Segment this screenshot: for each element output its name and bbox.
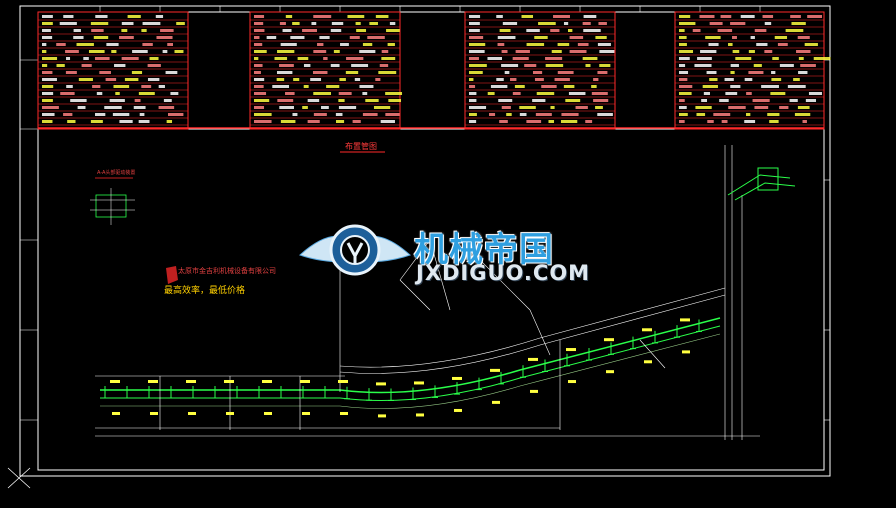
company-logo-icon [166,266,178,284]
drawing-title: 布置管图 [345,142,377,151]
company-slogan: 最高效率，最低价格 [164,286,246,296]
title-block-text-marks [42,15,831,123]
detail-view [90,177,135,225]
watermark-logo-icon [299,224,411,276]
conveyor-layout [95,145,796,440]
watermark-chinese: 机械帝国 [414,230,554,270]
corner-marker-icon [7,467,31,489]
title-block [37,11,825,130]
company-name: 太原市金吉利机械设备有限公司 [178,267,276,275]
detail-view-label: A-A头部驱动装置 [97,170,136,176]
watermark-english: JXDIGUO.COM [416,261,591,285]
sheet-frame [19,5,831,477]
